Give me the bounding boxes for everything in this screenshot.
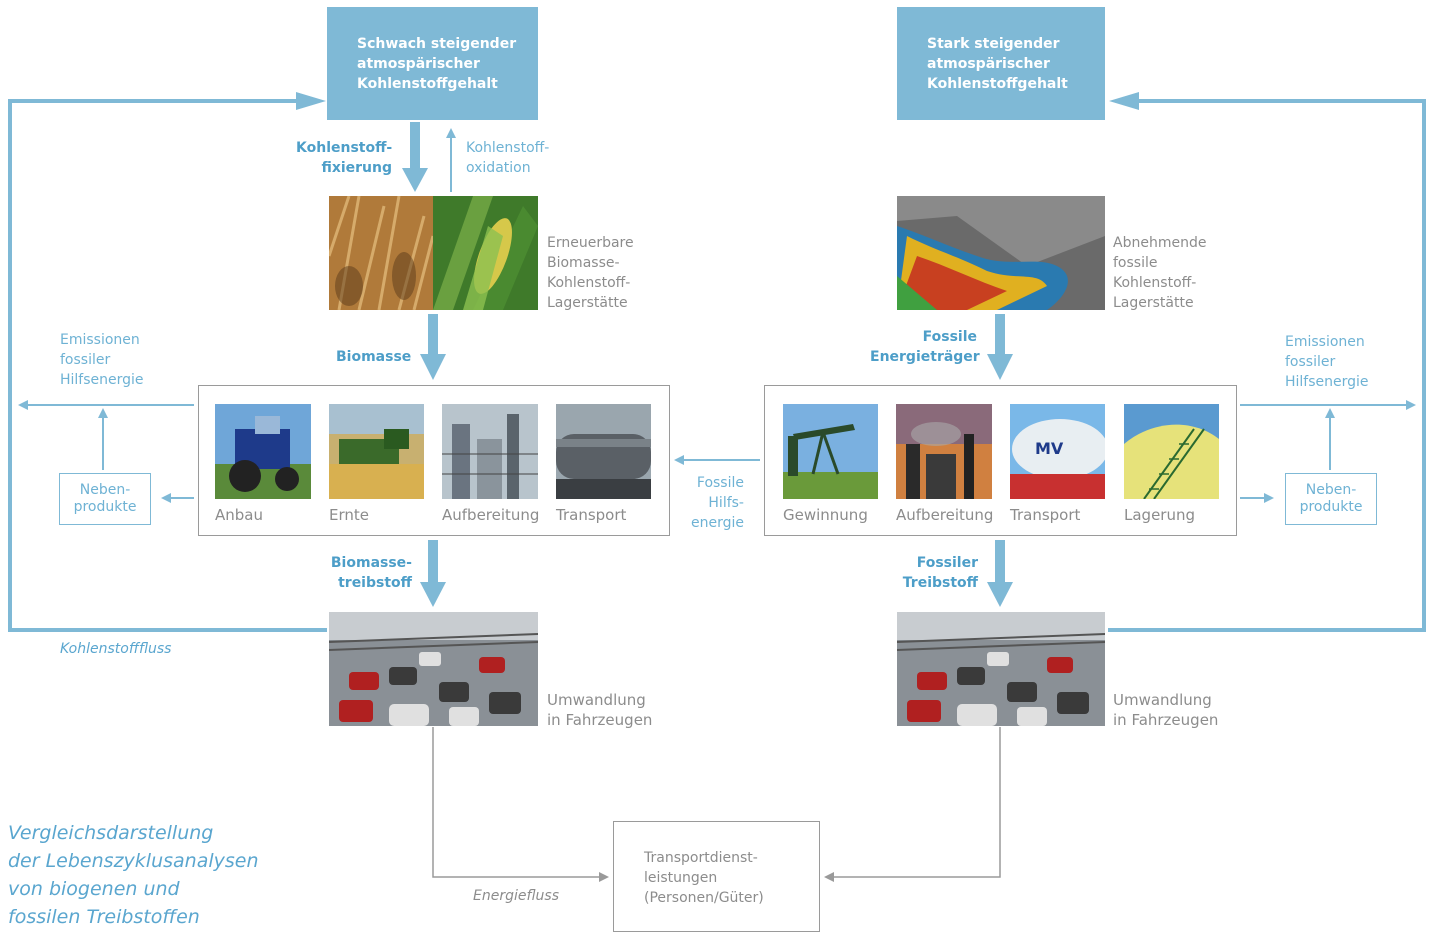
energy-flow-label: Energiefluss [473, 888, 559, 904]
oil-pump-photo [783, 404, 878, 499]
fossil-process-frame [764, 385, 1237, 536]
right-byproducts-box: Neben-produkte [1285, 473, 1377, 525]
refinery-photo [896, 404, 992, 499]
fuel-truck-photo: MV [1010, 404, 1105, 499]
step-label-anbau: Anbau [215, 506, 263, 524]
transport-services-box: Transportdienst-leistungen(Personen/Güte… [613, 821, 820, 932]
left-byproducts-box: Neben-produkte [59, 473, 151, 525]
fossil-deposit-photo [897, 196, 1105, 310]
step-label-aufbereitung-bio: Aufbereitung [442, 506, 540, 524]
wheat-photo [329, 196, 433, 310]
step-label-lagerung: Lagerung [1124, 506, 1196, 524]
corn-photo [433, 196, 538, 310]
biomass-arrow [420, 314, 446, 380]
step-label-ernte: Ernte [329, 506, 369, 524]
processing-plant-photo [442, 404, 538, 499]
tractor-photo [215, 404, 311, 499]
biomass-label: Biomasse [336, 349, 412, 365]
step-label-transport-fossil: Transport [1010, 506, 1081, 524]
fossil-energy-arrow [987, 314, 1013, 380]
storage-tank-photo [1124, 404, 1219, 499]
right-traffic-photo [897, 612, 1105, 726]
left-loop-arrowhead [296, 92, 326, 110]
left-atmosphere-box: Schwach steigender atmospärischer Kohlen… [327, 7, 538, 120]
right-energy-flow [824, 727, 1001, 882]
right-atmosphere-box: Stark steigender atmospärischer Kohlenst… [897, 7, 1105, 120]
harvester-photo [329, 404, 424, 499]
carbon-flow-label: Kohlenstofffluss [60, 641, 172, 657]
step-label-transport-bio: Transport [556, 506, 627, 524]
biofuel-arrow [420, 540, 446, 607]
right-loop-arrowhead [1109, 92, 1139, 110]
right-carbon-loop [1108, 99, 1426, 632]
left-traffic-photo [329, 612, 538, 726]
oxidation-label: Kohlenstoff-oxidation [466, 140, 550, 176]
biofuel-label: Biomasse-treibstoff [330, 555, 412, 591]
biomass-process-frame [198, 385, 670, 536]
step-label-aufbereitung-fossil: Aufbereitung [896, 506, 994, 524]
svg-text:MV: MV [1035, 439, 1064, 458]
fixation-label: Kohlenstoff-fixierung [296, 140, 393, 176]
fixation-arrow [402, 122, 428, 192]
tanker-photo [556, 404, 651, 499]
fossil-fuel-arrow [987, 540, 1013, 607]
left-energy-flow [432, 727, 609, 882]
step-label-gewinnung: Gewinnung [783, 506, 868, 524]
left-carbon-loop [8, 99, 327, 632]
